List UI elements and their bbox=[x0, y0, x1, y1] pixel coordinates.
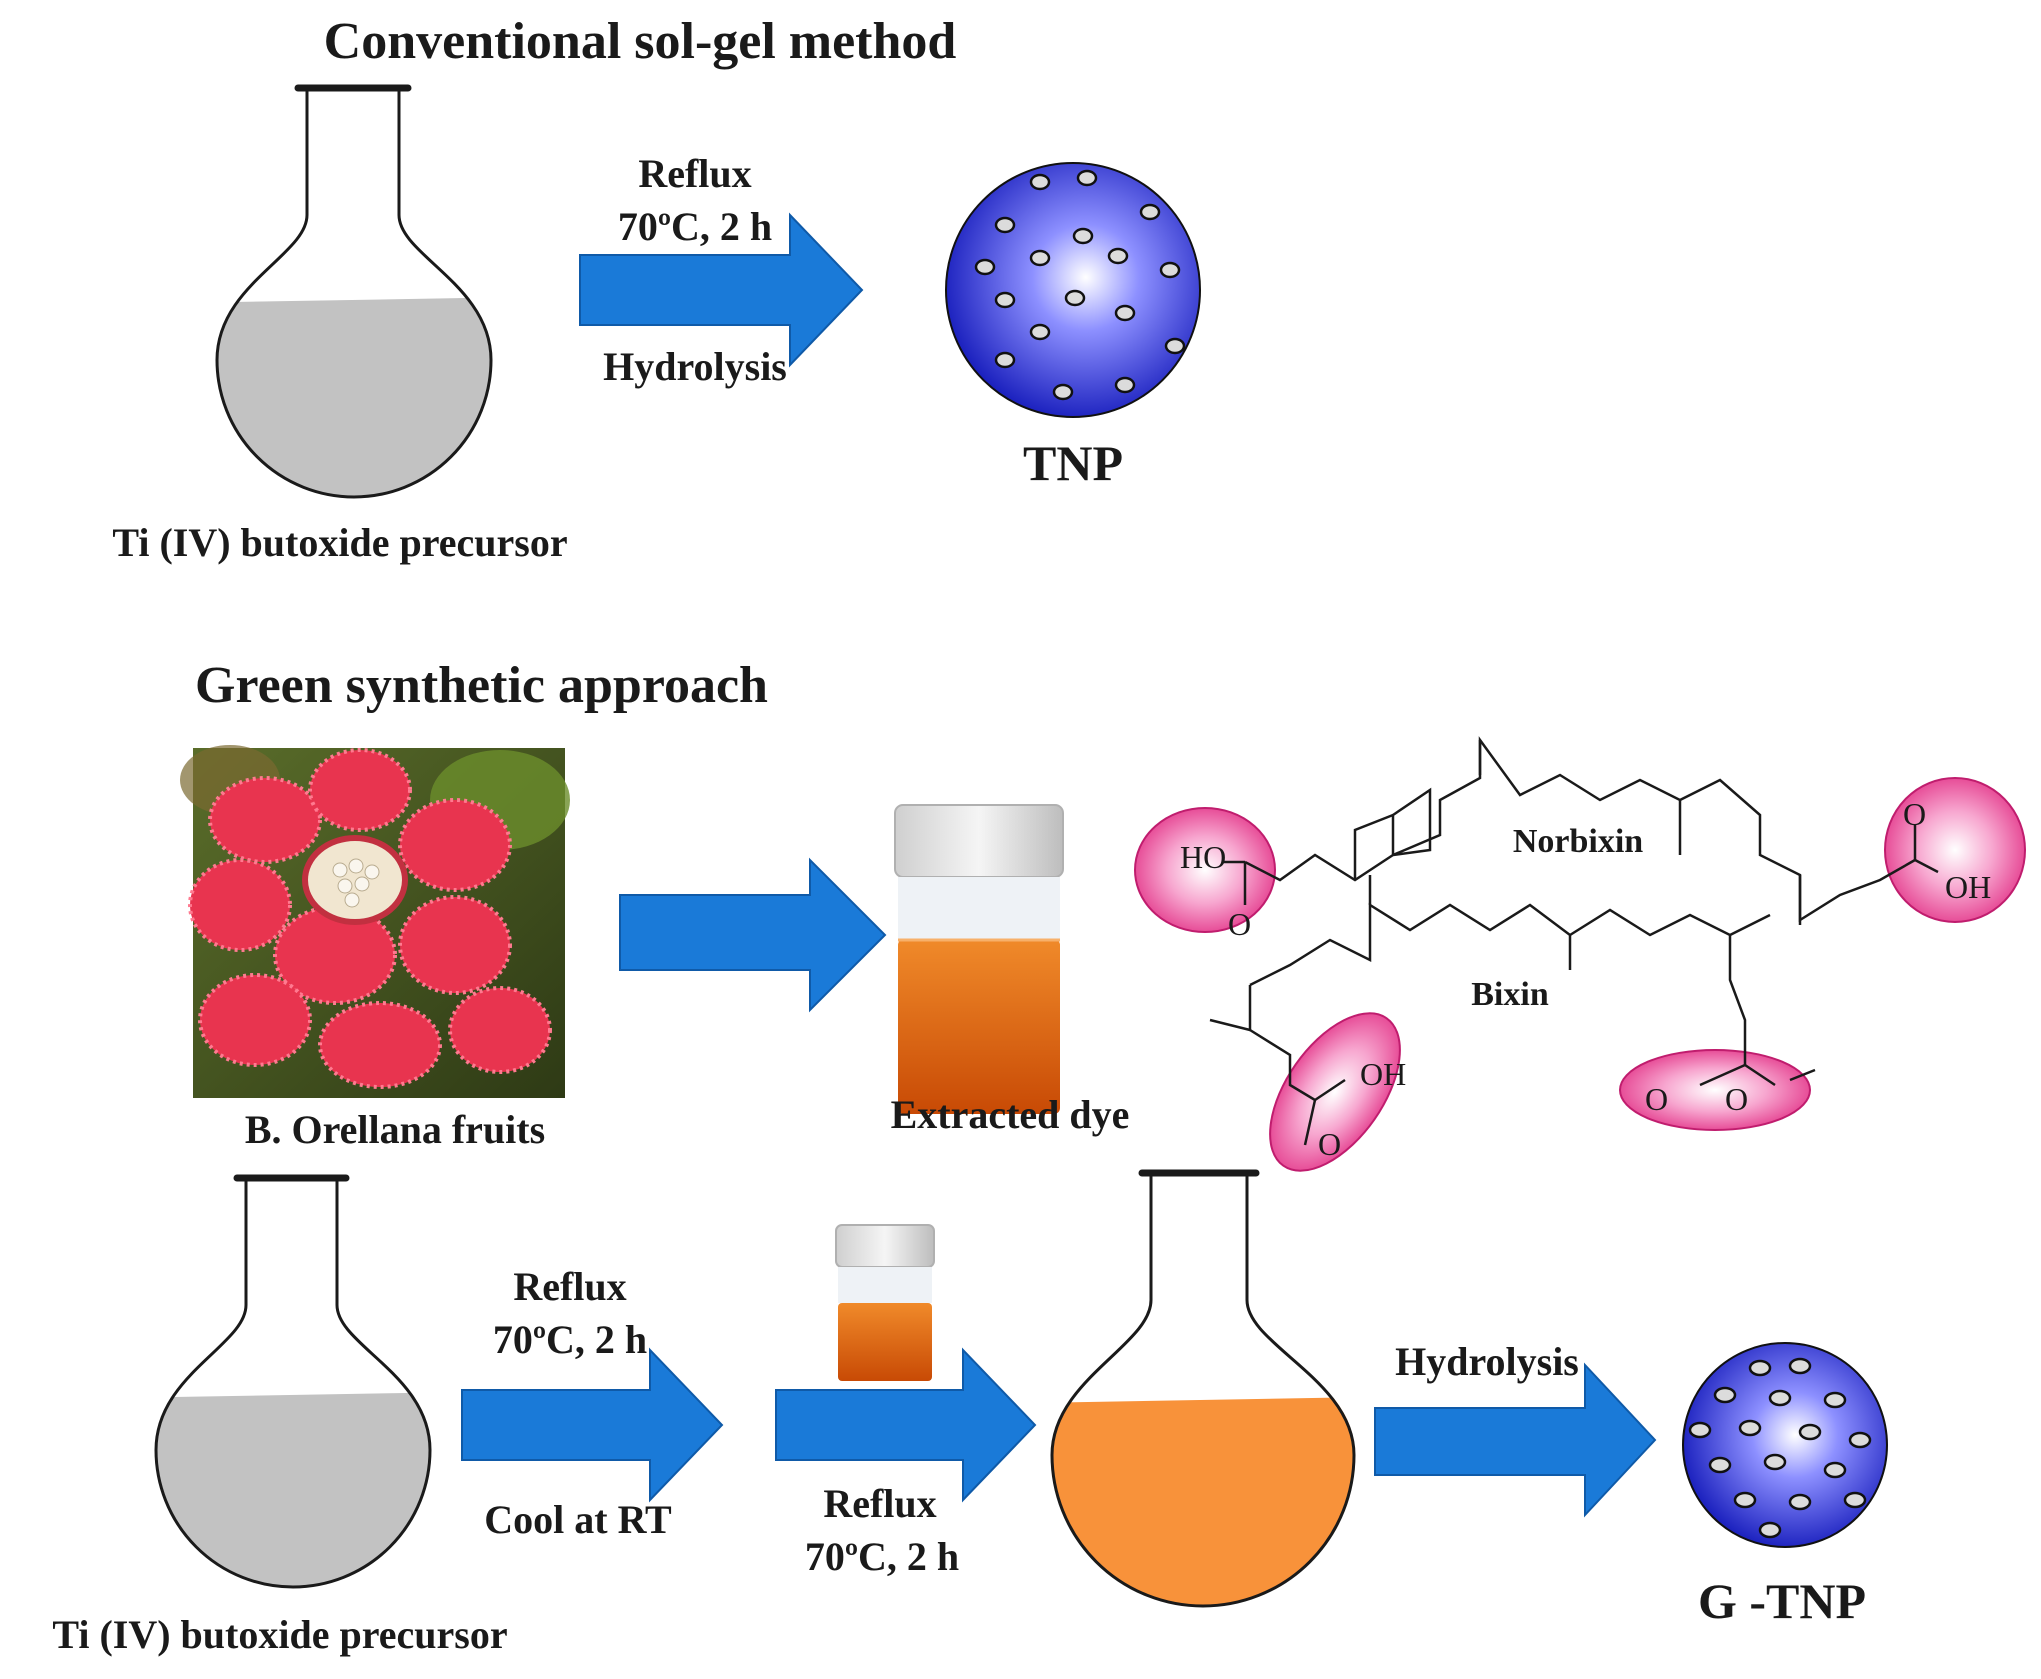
conventional-temp-label: 70ºC, 2 h bbox=[618, 204, 772, 249]
flask-green-precursor bbox=[152, 1174, 434, 1590]
norbixin-ho-label: HO bbox=[1180, 839, 1226, 875]
norbixin-o-right-label: O bbox=[1903, 796, 1926, 832]
arrow-green-step1 bbox=[461, 1347, 724, 1503]
bixin-o-right-label: O bbox=[1725, 1081, 1748, 1117]
arrow-green-hydrolysis bbox=[1374, 1362, 1657, 1518]
bixin-oh-label: OH bbox=[1360, 1056, 1406, 1092]
green-step1-cool-label: Cool at RT bbox=[484, 1497, 672, 1542]
arrow-extraction bbox=[619, 857, 887, 1013]
green-hydrolysis-label: Hydrolysis bbox=[1395, 1339, 1579, 1384]
flask-green-orange bbox=[1048, 1169, 1358, 1609]
conventional-precursor-label: Ti (IV) butoxide precursor bbox=[112, 520, 567, 565]
bixin-structure bbox=[1209, 875, 1816, 1172]
green-title: Green synthetic approach bbox=[195, 657, 768, 714]
dye-vial bbox=[894, 804, 1064, 1114]
bixin-o-left-label: O bbox=[1645, 1081, 1668, 1117]
conventional-hydrolysis-label: Hydrolysis bbox=[603, 344, 787, 389]
conventional-reflux-label: Reflux bbox=[638, 151, 751, 196]
gtnp-label: G -TNP bbox=[1698, 1573, 1866, 1629]
dye-vial-small bbox=[835, 1224, 935, 1381]
norbixin-structure bbox=[1134, 736, 2026, 933]
green-step1-reflux-label: Reflux bbox=[513, 1264, 626, 1309]
norbixin-label: Norbixin bbox=[1513, 823, 1643, 860]
arrow-green-step2 bbox=[775, 1347, 1037, 1503]
bixin-o-lower-label: O bbox=[1318, 1126, 1341, 1162]
dye-label: Extracted dye bbox=[891, 1092, 1130, 1137]
flask-conventional bbox=[213, 84, 495, 500]
norbixin-o-left-label: O bbox=[1228, 906, 1251, 942]
green-step2-reflux-label: Reflux bbox=[823, 1481, 936, 1526]
arrow-hydrolysis-conventional bbox=[579, 212, 864, 368]
fruit-label: B. Orellana fruits bbox=[245, 1107, 545, 1152]
norbixin-oh-label: OH bbox=[1945, 869, 1991, 905]
tnp-nanoparticle bbox=[945, 162, 1201, 418]
orellana-fruit-image bbox=[180, 745, 570, 1098]
tnp-label: TNP bbox=[1023, 435, 1123, 491]
green-step2-temp-label: 70ºC, 2 h bbox=[805, 1534, 959, 1579]
green-step1-temp-label: 70ºC, 2 h bbox=[493, 1317, 647, 1362]
gtnp-nanoparticle bbox=[1682, 1342, 1888, 1548]
green-precursor-label: Ti (IV) butoxide precursor bbox=[52, 1612, 507, 1657]
bixin-label: Bixin bbox=[1471, 976, 1549, 1013]
conventional-title: Conventional sol-gel method bbox=[324, 13, 957, 70]
